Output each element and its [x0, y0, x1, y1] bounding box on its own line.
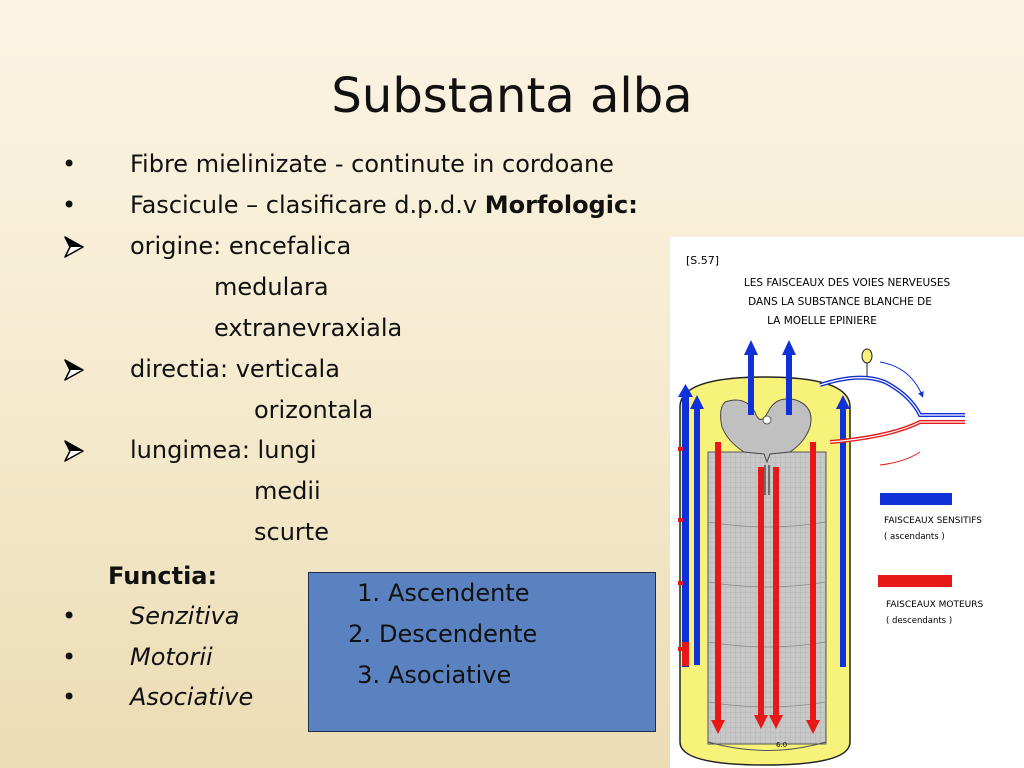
- ascending-tracts: [678, 340, 850, 667]
- functia-item-asociative: Asociative: [130, 683, 254, 711]
- slide-title: Substanta alba: [331, 68, 693, 124]
- spinal-cord-diagram: [S.57] LES FAISCEAUX DES VOIES NERVEUSES…: [678, 254, 983, 766]
- text-line-fibre: Fibre mielinizate - continute in cordoan…: [130, 150, 614, 178]
- bullet-dot: •: [62, 602, 77, 630]
- bullet-dot: •: [62, 150, 77, 178]
- text-line-medii: medii: [254, 477, 321, 505]
- text-line-medulara: medulara: [214, 273, 329, 301]
- box-item-text: Ascendente: [388, 579, 530, 607]
- text-line-orizontala: orizontala: [254, 396, 374, 424]
- text-line-fascicule: Fascicule – clasificare d.p.d.v Morfolog…: [130, 191, 638, 219]
- text-line-lungimea: lungimea: lungi: [130, 436, 317, 464]
- bullet-dot: •: [62, 191, 77, 219]
- figure-title-line2: DANS LA SUBSTANCE BLANCHE DE: [748, 296, 932, 308]
- box-item-ascendente: 1. Ascendente: [340, 579, 529, 607]
- text-line-directia: directia: verticala: [130, 355, 340, 383]
- figure-corner-label: 6.0: [776, 741, 787, 749]
- text-line-origine: origine: encefalica: [130, 232, 352, 260]
- text-line-scurte: scurte: [254, 518, 329, 546]
- figure-ref-label: [S.57]: [686, 254, 719, 267]
- box-item-text: Descendente: [379, 620, 538, 648]
- box-item-number: 1.: [357, 579, 380, 607]
- figure-title-line3: LA MOELLE EPINIERE: [767, 315, 877, 327]
- bullet-dot: •: [62, 683, 77, 711]
- legend-sensitive-sub: ( ascendants ): [884, 532, 945, 542]
- box-item-number: 3.: [357, 661, 380, 689]
- arrowhead-bullet-icon: [64, 236, 84, 258]
- morfologic-label: Morfologic:: [484, 191, 638, 219]
- box-item-number: 2.: [348, 620, 371, 648]
- classification-box: 1. Ascendente 2. Descendente 3. Asociative: [308, 572, 656, 732]
- legend-motor-label: FAISCEAUX MOTEURS: [886, 600, 983, 610]
- functia-heading: Functia:: [108, 562, 218, 590]
- cord-gray-column: [707, 451, 827, 745]
- legend-sensitive-label: FAISCEAUX SENSITIFS: [884, 516, 982, 526]
- functia-item-motorii: Motorii: [130, 643, 213, 671]
- arrowhead-bullet-icon: [64, 440, 84, 462]
- box-item-text: Asociative: [388, 661, 512, 689]
- arrowhead-bullet-icon: [64, 359, 84, 381]
- figure-title-line1: LES FAISCEAUX DES VOIES NERVEUSES: [744, 277, 951, 289]
- bullet-dot: •: [62, 643, 77, 671]
- spinal-cord-figure: [S.57] LES FAISCEAUX DES VOIES NERVEUSES…: [670, 237, 1024, 768]
- functia-item-senzitiva: Senzitiva: [130, 602, 240, 630]
- box-item-asociative: 3. Asociative: [340, 661, 511, 689]
- legend-sensitive-swatch: [880, 493, 952, 505]
- box-item-descendente: 2. Descendente: [331, 620, 537, 648]
- legend-motor-swatch: [878, 575, 952, 587]
- fascicule-text: Fascicule – clasificare d.p.d.v: [130, 191, 485, 219]
- descending-tracts: [711, 442, 820, 734]
- text-line-extranevraxiala: extranevraxiala: [214, 314, 403, 342]
- legend-motor-sub: ( descendants ): [886, 616, 952, 626]
